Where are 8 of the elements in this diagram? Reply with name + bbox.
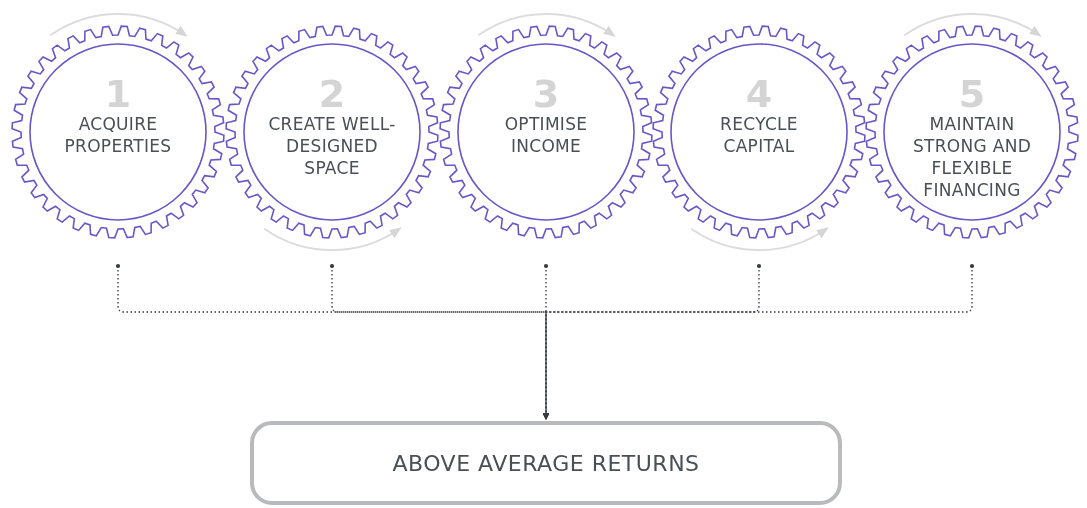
result-box — [250, 421, 842, 505]
result-label: ABOVE AVERAGE RETURNS — [392, 450, 700, 476]
step-label: OPTIMISE INCOME — [503, 113, 589, 157]
connector-arrow — [542, 263, 975, 420]
step-label: CREATE WELL-DESIGNED SPACE — [268, 113, 396, 179]
step-label: RECYCLE CAPITAL — [719, 113, 799, 157]
step-label: ACQUIRE PROPERTIES — [63, 113, 173, 157]
step-label: MAINTAIN STRONG AND FLEXIBLE FINANCING — [911, 113, 1033, 201]
